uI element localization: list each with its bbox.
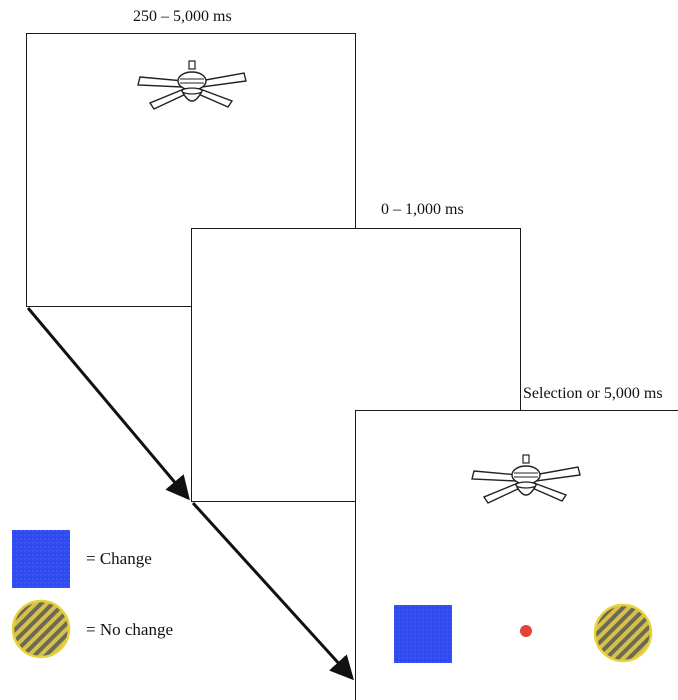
- timeline-arrows: [26, 307, 355, 681]
- legend-no-change-label: = No change: [86, 620, 174, 639]
- legend-no-change-circle: [11, 599, 71, 659]
- no-change-option-circle[interactable]: [592, 602, 654, 664]
- fixation-dot-icon: [520, 625, 532, 637]
- arrow-icon: [191, 501, 355, 681]
- arrow-icon: [26, 307, 190, 501]
- legend-change-square: [12, 530, 70, 588]
- legend-change-label: = Change: [86, 549, 152, 568]
- stage-3-duration-label: Selection or 5,000 ms: [523, 385, 663, 402]
- response-panel: [355, 410, 678, 700]
- stage-2-duration-label: 0 – 1,000 ms: [381, 201, 464, 218]
- change-option-square[interactable]: [394, 605, 452, 663]
- stage-1-duration-label: 250 – 5,000 ms: [133, 8, 232, 25]
